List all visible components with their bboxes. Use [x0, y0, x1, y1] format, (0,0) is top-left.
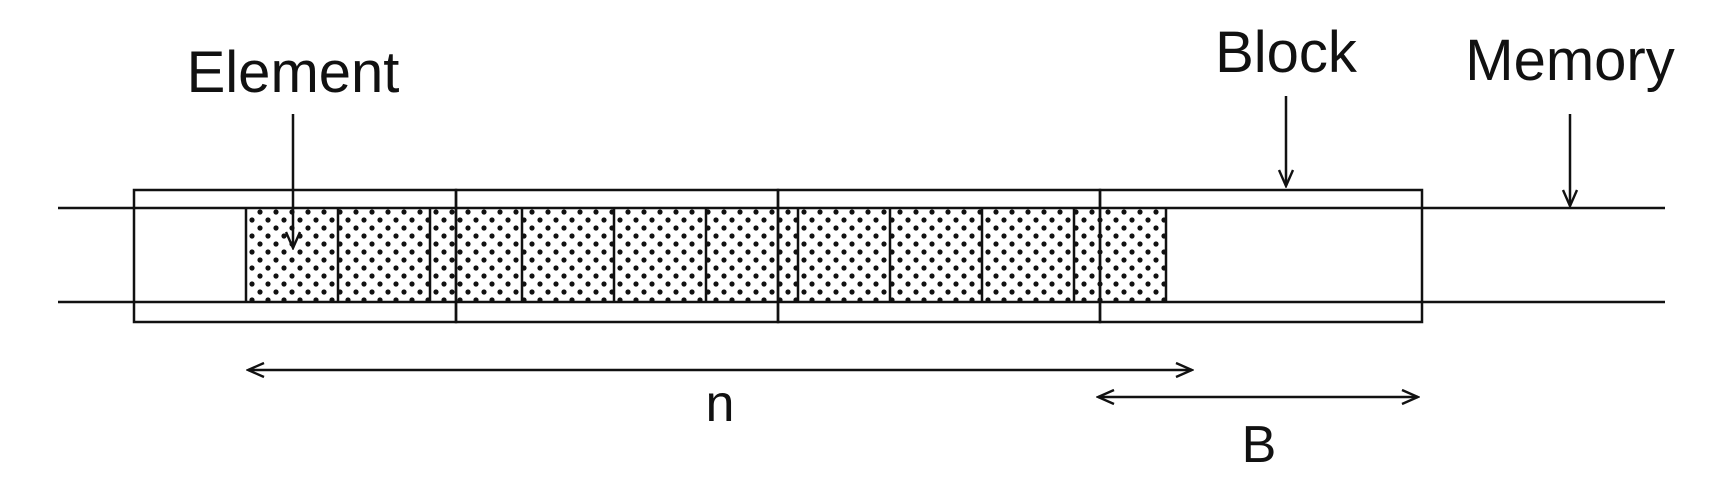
element-label: Element: [187, 40, 400, 105]
memory-block: [1098, 188, 1424, 324]
memory-label: Memory: [1465, 28, 1674, 93]
block-label: Block: [1215, 20, 1358, 85]
element-cells: [244, 208, 1168, 302]
B-label: B: [1242, 416, 1277, 474]
block-outlines: [132, 188, 1424, 324]
n-label: n: [706, 375, 735, 433]
